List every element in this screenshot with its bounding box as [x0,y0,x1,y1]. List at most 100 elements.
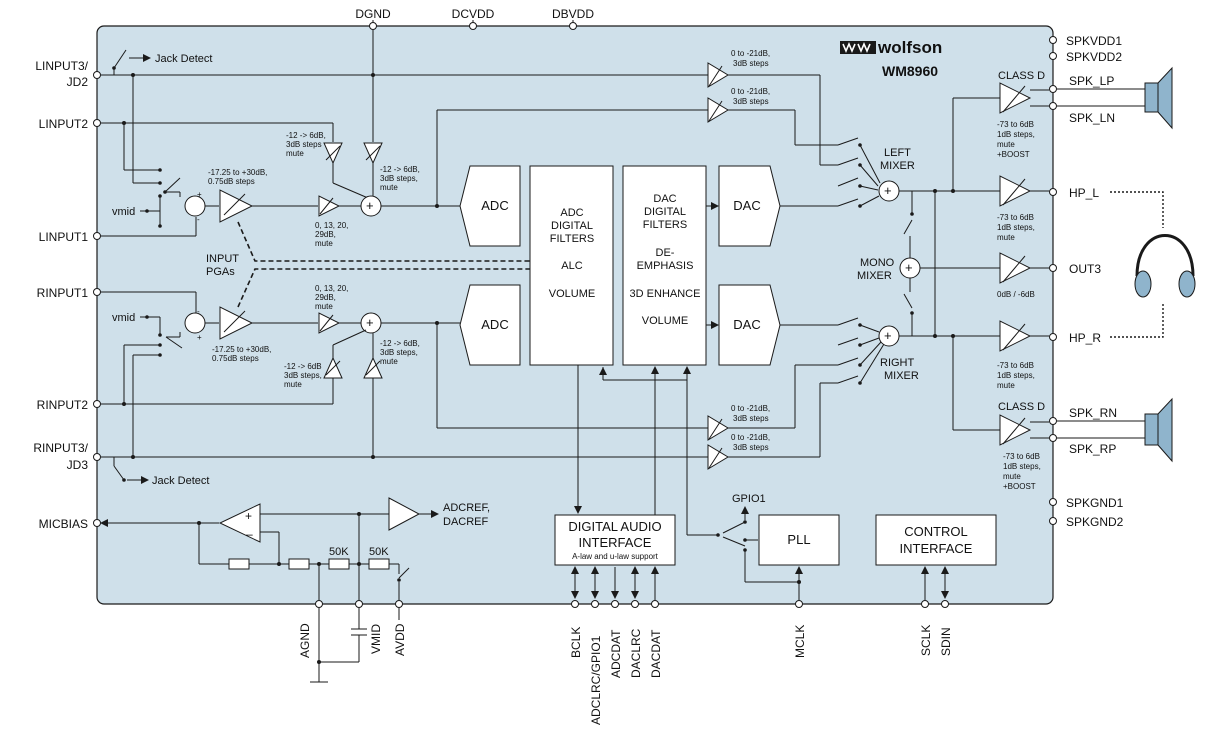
right-input-path: vmid - + -17.25 to +30dB, 0.75dB steps 0… [101,284,708,487]
de-emphasis-1: DE- [656,247,675,259]
input-pgas-label-2: PGAs [206,266,235,278]
bypass-gain-right-a2: 3dB steps, [284,371,322,380]
line-gain-1a: 0 to -21dB, [731,49,770,58]
pin-spkvdd1: SPKVDD1 [1066,34,1122,48]
line-gain-4b: 3dB steps [733,443,769,452]
speaker-right-cone-icon [1157,397,1173,463]
adc-filters-1: ADC [560,207,583,219]
pll-block [758,514,840,566]
svg-text:+: + [884,183,892,198]
mixers: + LEFT MIXER + RIGHT MIXER [837,97,1000,431]
left-mixer-label-2: MIXER [880,160,915,172]
pga-gain-left-1: -17.25 to +30dB, [208,168,267,177]
pin-linput2: LINPUT2 [39,117,89,131]
spk-gain-left-4: +BOOST [997,150,1030,159]
bypass-gain-right-b3: mute [380,357,398,366]
dai-sub: A-law and u-law support [572,552,659,561]
headphones-icon [1134,234,1196,298]
alc-label: ALC [561,260,582,272]
pin-avdd: AVDD [393,623,407,656]
bypass-gain-right-b2: 3dB steps, [380,348,418,357]
jack-detect-right: Jack Detect [152,475,209,487]
pin-spkvdd2: SPKVDD2 [1066,50,1122,64]
pin-spk-rp: SPK_RP [1069,442,1116,456]
pin-dgnd: DGND [355,7,391,21]
hp-gain-right-3: mute [997,381,1015,390]
resistor-50k-b: 50K [369,546,389,558]
pin-daclrc: DACLRC [629,628,643,678]
svg-text:+: + [245,509,252,523]
dac-left-label: DAC [733,198,760,213]
dac-right [718,284,781,366]
pin-spkgnd1: SPKGND1 [1066,496,1124,510]
control-line-2: INTERFACE [900,541,973,556]
line-bypass: 0 to -21dB, 3dB steps 0 to -21dB, 3dB st… [707,49,838,470]
pin-vmid: VMID [369,624,383,654]
boost-gain-right-3: mute [315,302,333,311]
line-gain-2b: 3dB steps [733,97,769,106]
class-d-right: CLASS D [998,401,1045,413]
boost-gain-left-3: mute [315,239,333,248]
gpio1-label: GPIO1 [732,493,766,505]
vmid-left-label: vmid [112,206,135,218]
left-input-path: Jack Detect vmid + - -17.25 t [101,30,708,248]
spk-gain-left-2: 1dB steps, [997,130,1035,139]
pin-spk-ln: SPK_LN [1069,111,1115,125]
pin-micbias: MICBIAS [39,517,88,531]
speaker-left-cone-icon [1157,66,1173,130]
svg-text:+: + [884,328,892,343]
svg-text:+: + [197,333,202,342]
speaker-right-icon [1144,413,1159,446]
de-emphasis-2: EMPHASIS [637,260,694,272]
pin-dacdat: DACDAT [649,629,663,678]
digital-audio-interface [554,514,676,566]
jack-detect-left: Jack Detect [155,53,212,65]
adcref-label-2: DACREF [443,516,489,528]
bypass-gain-right-a3: mute [284,380,302,389]
pin-hp-r: HP_R [1069,331,1101,345]
bypass-gain-left-a3: mute [286,149,304,158]
adc-digital-filters [529,165,614,366]
right-mixer-label-1: RIGHT [880,357,915,369]
pin-rinput2: RINPUT2 [37,398,89,412]
dac-digital-filters [622,165,707,366]
svg-text:–: – [246,527,253,541]
digital-interfaces: DIGITAL AUDIO INTERFACE A-law and u-law … [554,365,997,600]
pin-hp-l: HP_L [1069,186,1099,200]
boost-gain-left-2: 29dB, [315,230,336,239]
hp-gain-right-1: -73 to 6dB [997,361,1034,370]
speaker-left-icon [1144,82,1159,113]
hp-gain-left-1: -73 to 6dB [997,213,1034,222]
pin-sdin: SDIN [939,627,953,656]
svg-text:-: - [197,215,200,224]
right-mixer-label-2: MIXER [884,370,919,382]
line-gain-3b: 3dB steps [733,414,769,423]
bypass-gain-right-a1: -12 -> 6dB [284,362,322,371]
pin-agnd: AGND [298,623,312,658]
logo-text: wolfson [877,38,942,57]
pin-spk-rn: SPK_RN [1069,406,1117,420]
out3-gain: 0dB / -6dB [997,290,1035,299]
pga-gain-left-2: 0.75dB steps [208,177,255,186]
converters: ADC ADC ADC DIGITAL FILTERS ALC VOLUME D… [459,165,838,366]
right-pins: SPKVDD1 SPKVDD2 SPK_LP SPK_LN HP_L OUT3 … [1049,34,1124,529]
pin-dbvdd: DBVDD [552,7,594,21]
output-amps: CLASS D -73 to 6dB 1dB steps, mute +BOOS… [997,70,1049,491]
adc-right [459,284,521,366]
left-pins: LINPUT3/ JD2 LINPUT2 LINPUT1 RINPUT1 RIN… [33,59,101,531]
hp-gain-right-2: 1dB steps, [997,371,1035,380]
pin-linput3: LINPUT3/ [35,59,88,73]
pin-rinput1: RINPUT1 [37,286,89,300]
pin-spk-lp: SPK_LP [1069,74,1114,88]
enhance-3d-label: 3D ENHANCE [630,288,701,300]
class-d-left: CLASS D [998,70,1045,82]
external-loads [1057,66,1196,463]
wolfson-logo: wolfson [840,38,942,57]
pin-jd3: JD3 [67,458,89,472]
pin-dcvdd: DCVDD [452,7,495,21]
adc-left [459,165,521,247]
pin-rinput3: RINPUT3/ [33,441,88,455]
line-gain-3a: 0 to -21dB, [731,404,770,413]
adcref-label-1: ADCREF, [443,502,490,514]
